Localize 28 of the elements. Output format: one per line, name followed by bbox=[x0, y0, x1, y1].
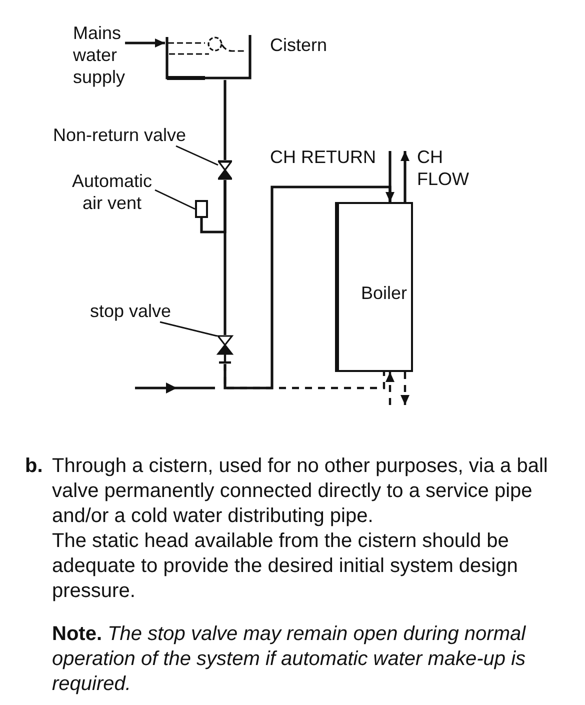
pipe bbox=[224, 80, 226, 160]
non-return-valve-symbol bbox=[218, 160, 232, 180]
callout-label: Non-return valve bbox=[53, 124, 186, 146]
dashed-pipe bbox=[224, 364, 386, 390]
paragraph: The static head available from the cistern should be adequate to provide the desired initial system design pressure. bbox=[52, 529, 519, 604]
pipe bbox=[224, 186, 392, 390]
callout-label: Automatic air vent bbox=[69, 170, 155, 214]
stop-valve-symbol bbox=[216, 335, 234, 364]
dashed-pipe bbox=[386, 372, 394, 405]
pipe bbox=[125, 38, 165, 48]
leader-line bbox=[160, 321, 218, 337]
pipe bbox=[200, 180, 226, 234]
dashed-pipe bbox=[400, 372, 410, 405]
supply-label: Mains water supply bbox=[73, 22, 126, 88]
pipe-label: CH FLOW bbox=[417, 146, 469, 190]
pipe bbox=[400, 151, 410, 202]
paragraph: Through a cistern, used for no other purposes, via a ball valve permanently connected directly to a service pipe and/or a cold water distributing pipe. bbox=[52, 454, 549, 529]
leader-line bbox=[154, 189, 196, 210]
callout-label: stop valve bbox=[90, 300, 172, 322]
pipe bbox=[386, 151, 394, 202]
air-vent-symbol bbox=[195, 200, 208, 218]
cistern-label: Cistern bbox=[270, 34, 328, 56]
boiler-label: Boiler bbox=[361, 282, 408, 304]
leader-line bbox=[176, 145, 218, 166]
boiler bbox=[335, 202, 413, 372]
note-paragraph: Note. The stop valve may remain open during normal operation of the system if automatic water make-up is required. bbox=[52, 622, 527, 697]
pipe-label: CH RETURN bbox=[270, 146, 376, 168]
list-marker: b. bbox=[25, 454, 43, 479]
